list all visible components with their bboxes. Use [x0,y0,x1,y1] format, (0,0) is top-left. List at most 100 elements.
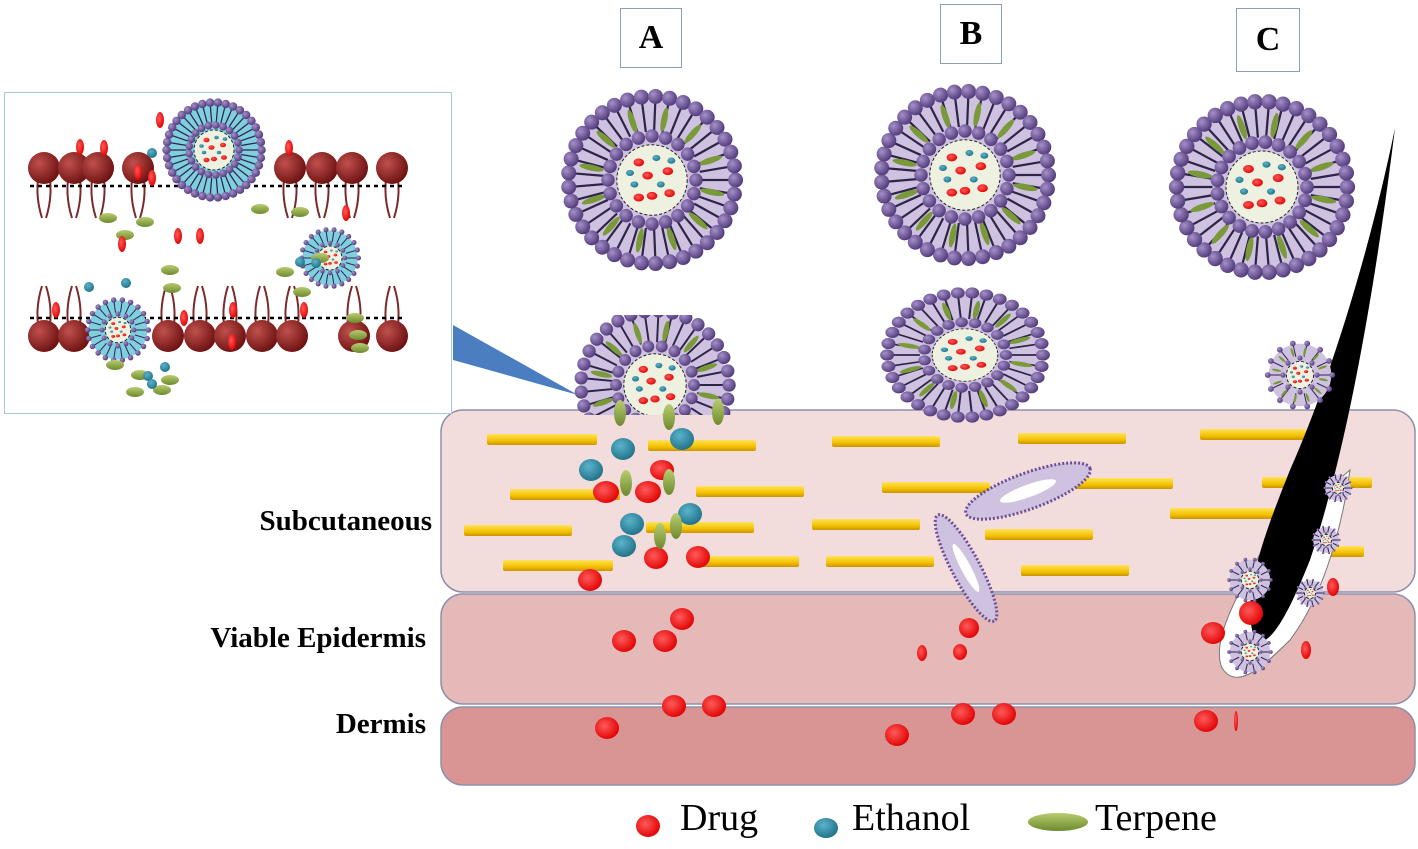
lipid-head [1196,116,1212,132]
lipid-head [876,188,892,204]
terpene-molecule [99,213,117,223]
lipid-head [1015,307,1030,319]
lipid-head [1261,561,1265,566]
lipid-head [1339,473,1343,477]
drug-molecule [595,717,619,739]
terpene-molecule [276,267,294,277]
lipid-head [1321,126,1338,143]
lipid-head [228,189,238,198]
lipid-tail [628,225,639,255]
hair-shaft [1250,128,1395,642]
lipid-head [1237,650,1241,654]
lipid-head [916,181,930,196]
collagen-fibre [882,482,990,493]
lipid-head [885,326,900,339]
lipid-tail [1326,482,1332,486]
lipid-tail [982,102,995,131]
lipid-head [152,320,184,352]
ethanol-molecule [1239,188,1249,195]
lipid-tail [920,308,939,327]
lipid-head [1345,497,1348,500]
lipid-head [971,126,986,140]
lipid-molecule [246,285,278,352]
drug-molecule [122,333,127,337]
lipid-head [1233,96,1249,112]
lipid-head [685,365,698,378]
drug-molecule [1339,489,1342,491]
drug-molecule [946,188,958,197]
lipid-head [968,381,982,392]
lipid-tail [307,243,317,250]
lipid-head [1333,549,1336,552]
lipid-tail [996,210,1017,234]
lipid-head [1001,96,1017,112]
drug-molecule [1272,173,1284,183]
lipid-molecule [58,152,90,219]
lipid-tail [235,166,250,178]
lipid-head [127,299,134,306]
terpene-insert [1280,389,1288,397]
lipid-head [107,341,113,347]
drug-molecule [100,140,108,156]
lipid-head [221,191,230,201]
lipid-head [709,225,725,240]
lipid-head [1315,591,1319,595]
lipid-head [107,313,113,319]
lipid-head [84,327,91,333]
lipid-head [1252,598,1257,603]
lipid-tail [1342,493,1347,498]
lipid-head [699,235,715,251]
lipid-tail [1339,495,1342,501]
lipid-head [717,213,733,229]
drug-molecule [1234,711,1238,731]
vesicle-c-follicular [1227,557,1273,603]
ethanol-molecule [1310,589,1312,590]
lipid-head [1311,578,1315,582]
lipid-head [1022,115,1038,130]
lipid-head [1280,372,1286,378]
lipid-head [1298,166,1312,181]
collagen-fibre [985,529,1093,540]
particles [578,399,1339,746]
layer-label-viable-epidermis: Viable Epidermis [210,622,426,654]
drug-molecule [1256,199,1268,208]
lipid-head [1329,220,1345,236]
lipid-tail [1198,216,1224,237]
lipid-tail [991,383,1010,402]
legend-drug-icon [636,815,660,837]
lipid-tail [889,154,919,164]
lipid-head [918,355,931,366]
lipid-head [1333,473,1337,477]
lipid-tail [331,231,335,242]
lipid-head [717,350,731,365]
layer-label-dermis: Dermis [335,708,426,740]
lipid-head [1240,586,1244,590]
terpene-insert [633,322,642,344]
lipid-tail [693,141,721,158]
lipid-head [922,194,937,208]
lipid-head [680,147,695,161]
lipid-tail [1326,490,1332,494]
lipid-head [190,102,200,111]
ethanol-molecule [1312,589,1314,591]
terpene-insert [913,318,931,331]
ethanol-molecule [1340,484,1342,486]
drug-molecule [76,139,84,155]
lipid-head [577,357,591,371]
lipid-head [1237,578,1241,582]
lipid-tail [588,364,615,374]
lipid-head [1320,597,1324,600]
drug-molecule [1304,378,1309,382]
lipid-head [327,240,333,246]
lipid-head [1168,179,1185,195]
lipid-head [958,212,972,226]
lipid-head [234,138,242,147]
lipid-head [300,247,306,253]
lipid-head [123,341,129,347]
lipid-head [95,350,101,356]
lipid-head [1313,586,1317,590]
drug-molecule [1247,577,1251,580]
lipid-tail [124,345,131,356]
collagen-fibre [1170,508,1278,519]
terpene-molecule [126,387,144,397]
